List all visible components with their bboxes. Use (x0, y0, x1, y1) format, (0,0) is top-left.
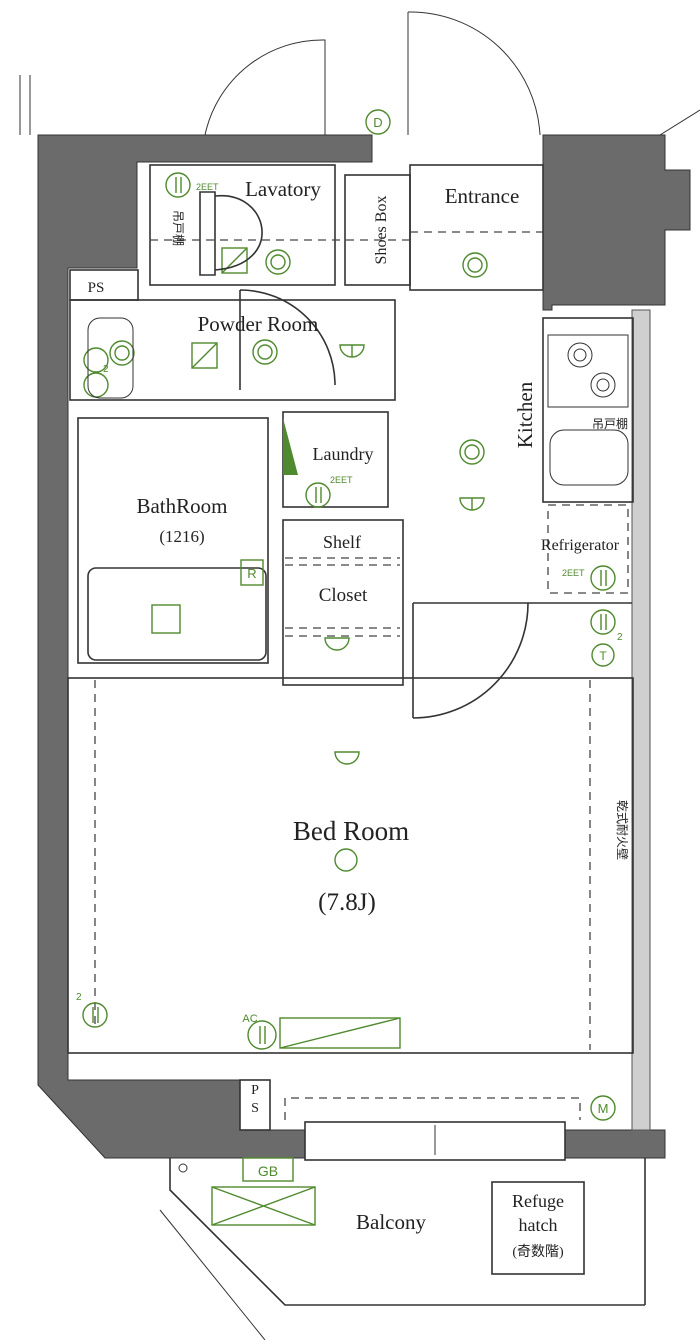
label-lavatory: Lavatory (245, 177, 321, 201)
label-bedroom-size: (7.8J) (318, 889, 376, 916)
outlet-2eet-label: 2EET (562, 568, 585, 578)
label-shoes-box: Shoes Box (373, 196, 390, 265)
ac-label: AC (242, 1013, 257, 1025)
lavatory-room (149, 164, 336, 286)
label-fire-wall: 乾式耐火壁 (615, 800, 630, 860)
outlets (82, 172, 616, 1050)
label-hanging-cabinet-lav: 吊戸棚 (171, 210, 186, 246)
label-powder-room: Powder Room (198, 312, 319, 336)
ps-top (69, 269, 139, 301)
exterior-window-arc (204, 39, 326, 136)
gb-box (242, 1157, 294, 1182)
entrance-door-swing (407, 11, 541, 136)
wall-lights (324, 344, 485, 765)
label-ps-top: PS (88, 280, 105, 296)
label-bathroom-size: (1216) (159, 527, 204, 546)
label-entrance: Entrance (445, 184, 520, 208)
tv-label: T (599, 649, 607, 663)
label-refuge-2: hatch (519, 1215, 558, 1235)
bath-remote-label: R (247, 566, 256, 581)
label-closet: Closet (319, 585, 368, 606)
refuge-hatch (491, 1181, 585, 1275)
label-ps-bottom-s: S (251, 1101, 259, 1116)
doorbell-label: D (373, 115, 382, 130)
outlet-count-label: 2 (76, 992, 82, 1003)
outlet-count-label: 2 (103, 364, 109, 375)
label-refuge-3: (奇数階) (512, 1243, 564, 1260)
closet-room (282, 519, 404, 686)
meter-label: M (598, 1101, 609, 1116)
bath-remote-icon (240, 559, 264, 586)
gb-label: GB (258, 1163, 278, 1179)
kitchen-sink (549, 429, 629, 486)
label-hanging-cabinet-kitchen: 吊戸棚 (592, 416, 628, 431)
tv-outlet-icon (591, 643, 615, 667)
label-refuge-1: Refuge (512, 1191, 564, 1211)
outlet-count-label: 2 (617, 632, 623, 643)
meter-icon (590, 1095, 616, 1121)
label-laundry: Laundry (313, 444, 374, 464)
bathtub (87, 567, 267, 661)
bathroom-room (77, 417, 269, 664)
exterior-wall (37, 134, 373, 1159)
label-bedroom: Bed Room (293, 816, 409, 846)
toilet (199, 191, 263, 276)
label-shelf: Shelf (323, 532, 361, 552)
bath-drain (151, 604, 181, 634)
ps-bottom (239, 1079, 271, 1131)
cooktop-burners (547, 334, 629, 408)
exterior-wall-right (542, 134, 691, 311)
outlet-2eet-label: 2EET (330, 475, 353, 485)
exterior-wall-bottom-right (564, 1129, 666, 1159)
kitchen-counter (542, 317, 634, 503)
bedroom-room (67, 677, 634, 1054)
outlet-2eet-label: 2EET (196, 182, 219, 192)
ventilation-fan (191, 342, 218, 369)
air-conditioner (279, 1017, 401, 1049)
powder-room (69, 299, 396, 401)
label-balcony: Balcony (356, 1210, 426, 1234)
water-heater-unit (211, 1186, 316, 1226)
label-refrigerator: Refrigerator (541, 537, 620, 554)
label-bathroom: BathRoom (136, 494, 227, 518)
balcony-window (304, 1121, 566, 1161)
dry-fire-wall (631, 309, 651, 1131)
vanity-sink (87, 317, 134, 399)
doorbell-icon (365, 109, 391, 135)
entrance-room (409, 164, 544, 291)
ceiling-lights (109, 249, 488, 872)
label-kitchen: Kitchen (513, 381, 537, 448)
label-ps-bottom-p: P (251, 1083, 259, 1098)
